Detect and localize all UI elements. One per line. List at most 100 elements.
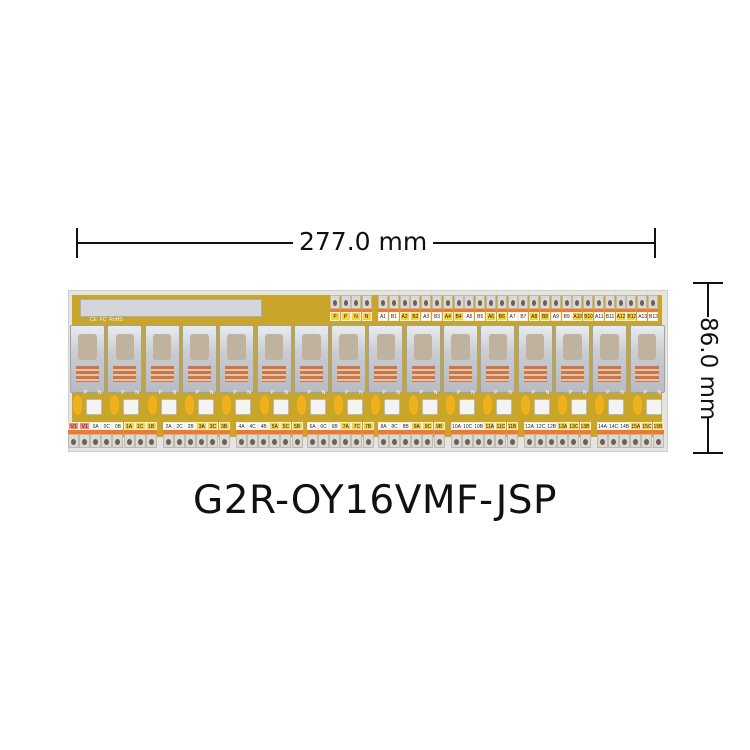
product-title: G2R-OY16VMF-JSP [192,478,557,523]
relay-socket [272,399,289,415]
bottom-terminal [145,434,157,448]
bottom-terminal-label: 9B [433,422,445,430]
terminal-hole [560,439,566,445]
terminal-hole [582,439,588,445]
orange-release-tab [318,430,330,434]
top-terminal [529,295,540,309]
fc-mark: FC [99,317,107,323]
height-dimension-bottom-tick [693,452,723,454]
relay-socket [347,399,364,415]
terminal-hole [71,439,76,445]
bottom-terminal [362,434,374,448]
top-terminal [464,295,475,309]
bottom-terminal [174,434,186,448]
bottom-terminal-label: 0B [112,422,124,430]
terminal-hole [283,439,289,445]
width-dimension-right-tick [654,228,656,258]
relay-coil [302,334,321,360]
top-terminal [583,295,594,309]
bottom-terminal-label: 12C [535,422,547,430]
bottom-terminal-label: 6A [307,422,318,430]
top-terminal-label: A5 [464,312,475,321]
bottom-terminal [597,434,608,448]
bottom-terminal [291,434,303,448]
orange-release-tab [422,430,434,434]
socket-label-n: N [657,390,662,396]
orange-release-tab [411,430,423,434]
top-terminal-label: A2 [399,312,410,321]
relay-socket [235,399,252,415]
bottom-terminal [535,434,547,448]
bottom-terminal [411,434,423,448]
top-terminal-label: B1 [388,312,399,321]
bottom-terminal-label: 10B [473,422,485,430]
bottom-terminal [568,434,580,448]
relay-socket [86,399,102,415]
orange-release-tab [207,430,219,434]
bottom-terminal [422,434,434,448]
top-terminal-label: A12 [615,312,626,321]
orange-release-tab [90,430,102,434]
top-terminal-label: B2 [410,312,421,321]
height-dimension-top-tick [693,282,723,284]
orange-release-tab [579,430,591,434]
orange-release-tab [123,430,135,434]
bottom-terminal-label: 1C [134,422,146,430]
bottom-terminal [280,434,292,448]
top-terminal [496,295,507,309]
top-terminal [410,295,421,309]
relay-coil [413,334,433,360]
relay-socket [197,399,214,415]
top-terminal-label: B3 [432,312,442,321]
orange-release-tab [378,309,388,312]
terminal-hole [93,439,99,445]
terminal-hole [354,300,358,306]
capacitor [520,395,530,415]
capacitor [73,395,82,415]
top-terminal [340,295,351,309]
top-terminal [626,295,637,309]
socket-label-n: N [98,390,102,396]
terminal-hole [510,300,515,306]
terminal-hole [633,439,639,445]
top-terminal [388,295,399,309]
top-terminal [442,295,453,309]
terminal-hole [509,439,515,445]
top-terminal-label: B4 [453,312,464,321]
terminal-hole [413,300,418,306]
terminal-hole [575,300,580,306]
terminal-hole [611,439,617,445]
bottom-terminal-label: 4C [247,422,259,430]
bottom-terminal [134,434,146,448]
orange-release-tab [546,430,558,434]
relay-socket [160,399,177,415]
bottom-terminal-label: 3C [207,422,219,430]
terminal-hole [456,300,461,306]
terminal-hole [600,439,605,445]
relay-contacts [411,366,435,382]
relay-contacts [448,366,473,382]
bottom-terminal [630,434,642,448]
orange-release-tab [280,430,292,434]
top-terminal-label: B10 [583,312,594,321]
orange-release-tab [330,309,340,312]
top-terminal [604,295,615,309]
socket-label-p: P [419,390,424,396]
socket-label-n: N [620,390,624,396]
relay-socket [645,399,662,415]
relay-coil [525,334,545,360]
top-terminal-label: A6 [486,312,496,321]
terminal-hole [644,439,650,445]
top-terminal [507,295,518,309]
bottom-terminal [112,434,124,448]
terminal-hole [177,439,183,445]
bottom-terminal-label: 2A [163,422,174,430]
orange-release-tab [79,430,91,434]
bottom-terminal-label: 7C [351,422,363,430]
orange-release-tab [464,309,475,312]
orange-release-tab [648,309,658,312]
top-terminal-label: A8 [529,312,540,321]
bottom-terminal [101,434,113,448]
bottom-terminal-label: 0C [101,422,113,430]
terminal-hole [425,439,431,445]
